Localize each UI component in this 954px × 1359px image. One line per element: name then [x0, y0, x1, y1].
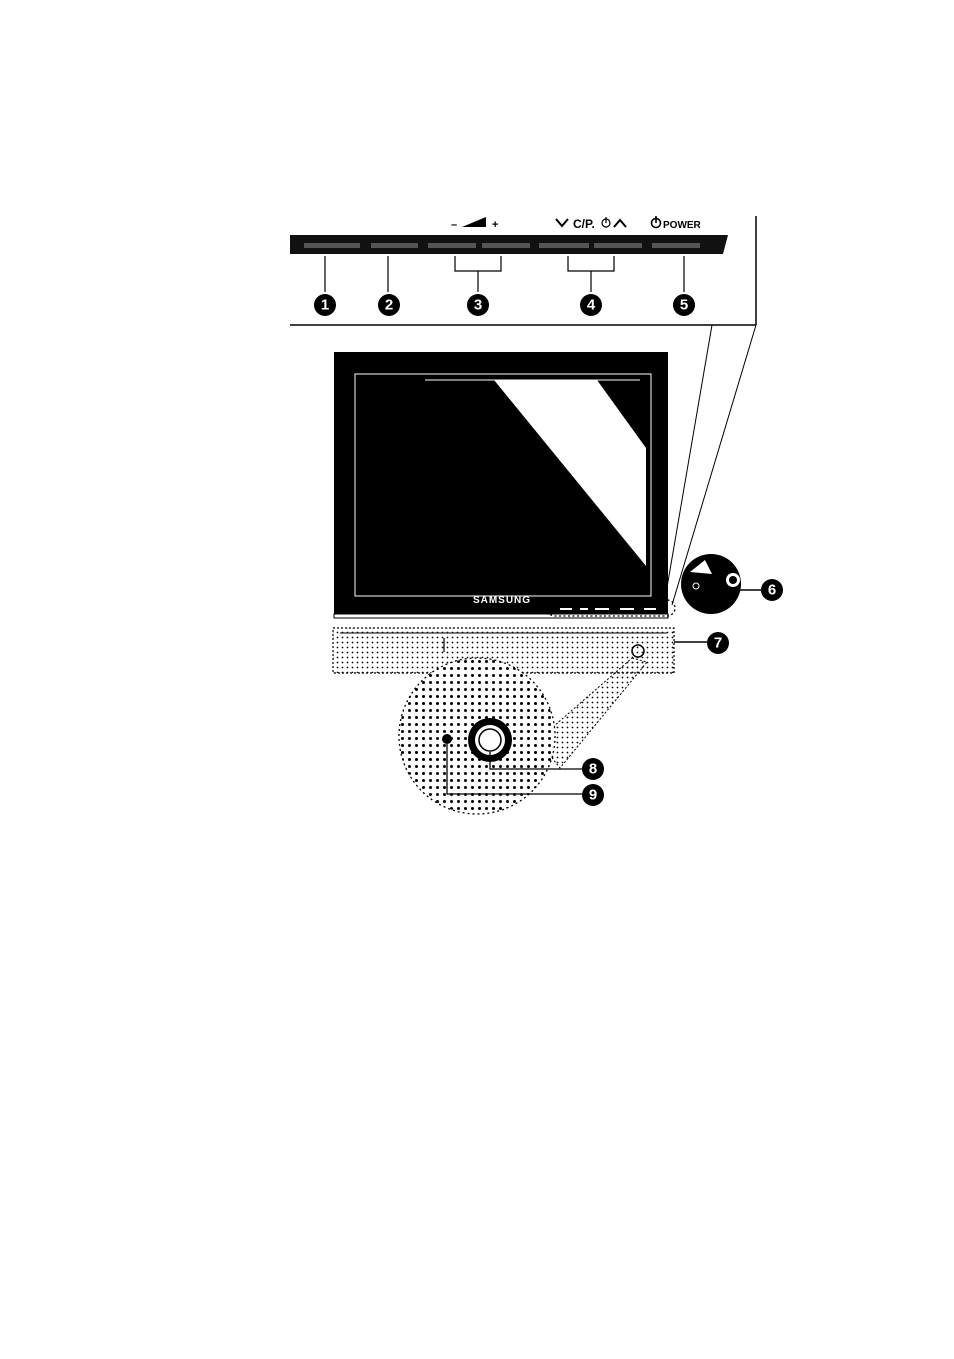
svg-text:6: 6	[768, 582, 776, 599]
tv-set: SAMSUNG	[333, 352, 675, 673]
svg-text:3: 3	[474, 297, 482, 314]
svg-text:9: 9	[589, 787, 597, 804]
callout-5: 5	[673, 294, 695, 316]
volume-plus-label: +	[492, 219, 498, 231]
headphone-jack-zoom: 6	[681, 554, 783, 614]
standby-power-icon	[602, 217, 610, 227]
power-icon	[652, 216, 661, 228]
svg-text:7: 7	[714, 635, 722, 652]
svg-text:1: 1	[321, 297, 329, 314]
volume-wedge-icon	[462, 217, 486, 227]
svg-text:8: 8	[589, 761, 597, 778]
svg-text:2: 2	[385, 297, 393, 314]
svg-text:5: 5	[680, 297, 688, 314]
callout-6: 6	[761, 579, 783, 601]
callout-8: 8	[582, 758, 604, 780]
sensor-zoom: 8 9	[399, 658, 647, 814]
power-indicator-led	[442, 734, 452, 744]
channel-down-button[interactable]	[539, 243, 589, 248]
control-panel-zoom: – + C/P. POWER	[290, 216, 756, 325]
callout-7: 7	[707, 632, 729, 654]
channel-up-button[interactable]	[594, 243, 642, 248]
callout-2: 2	[378, 294, 400, 316]
channel-label: C/P.	[573, 217, 595, 231]
volume-down-button[interactable]	[428, 243, 476, 248]
leader-lines-top	[325, 256, 684, 292]
callout-4: 4	[580, 294, 602, 316]
callout-9: 9	[582, 784, 604, 806]
volume-up-button[interactable]	[482, 243, 530, 248]
volume-minus-label: –	[451, 219, 457, 231]
menu-button[interactable]	[371, 243, 418, 248]
brand-logo: SAMSUNG	[473, 595, 531, 606]
power-label: POWER	[663, 220, 702, 231]
power-button[interactable]	[652, 243, 700, 248]
svg-text:4: 4	[587, 297, 596, 314]
source-button[interactable]	[304, 243, 360, 248]
chevron-up-icon	[614, 220, 626, 227]
chevron-down-icon	[556, 219, 568, 226]
callout-3: 3	[467, 294, 489, 316]
callout-1: 1	[314, 294, 336, 316]
